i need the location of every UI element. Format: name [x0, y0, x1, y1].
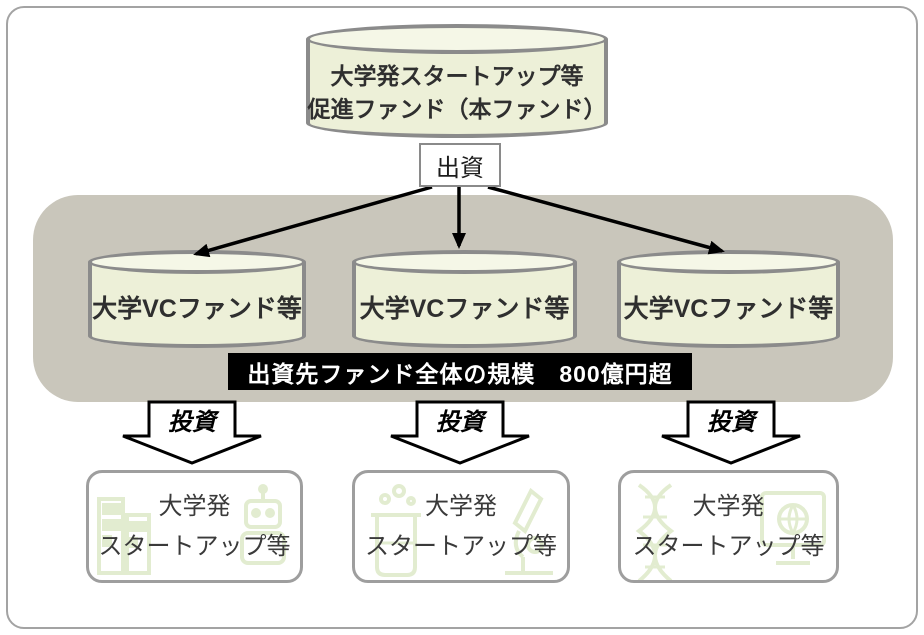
outer-frame — [6, 6, 918, 629]
cylinder-body — [306, 39, 608, 138]
invest-arrow-label-1: 投資 — [168, 409, 216, 436]
cylinder-top — [306, 24, 608, 54]
down-block-arrow-icon — [390, 400, 530, 465]
cylinder-body — [88, 262, 306, 348]
vc-fund-cylinder-1: 大学VCファンド等 — [88, 250, 306, 348]
cylinder-top — [352, 250, 577, 274]
cylinder-body — [617, 262, 840, 348]
vc-fund-label-1: 大学VCファンド等 — [92, 295, 302, 323]
microscope-icon — [505, 487, 553, 575]
cylinder-top — [88, 250, 306, 274]
main-fund-cylinder: 大学発スタートアップ等 促進ファンド（本ファンド） — [306, 24, 608, 138]
down-block-arrow-icon — [122, 400, 262, 465]
contribution-label: 出資 — [436, 154, 484, 182]
monitor-icon — [760, 491, 826, 565]
dna-icon — [635, 483, 675, 580]
flask-icon — [371, 484, 421, 577]
startup-box-2: 大学発 スタートアップ等 — [352, 470, 570, 583]
startup-label-1: 大学発 スタートアップ等 — [98, 492, 291, 560]
vc-fund-cylinder-2: 大学VCファンド等 — [352, 250, 577, 348]
invest-arrow-3: 投資 — [660, 400, 802, 466]
scale-banner-text: 出資先ファンド全体の規模 800億円超 — [247, 360, 673, 387]
main-fund-label-line1: 大学発スタートアップ等 — [330, 62, 584, 89]
startup-box-1: 大学発 スタートアップ等 — [86, 470, 303, 583]
vc-fund-cylinder-3: 大学VCファンド等 — [617, 250, 840, 348]
vc-fund-label-3: 大学VCファンド等 — [623, 295, 834, 323]
invest-arrow-label-2: 投資 — [436, 409, 484, 436]
scale-banner: 出資先ファンド全体の規模 800億円超 — [228, 353, 692, 390]
main-fund-label: 大学発スタートアップ等 促進ファンド（本ファンド） — [306, 54, 608, 132]
main-fund-label-line2: 促進ファンド（本ファンド） — [307, 96, 607, 122]
robot-icon — [240, 484, 286, 565]
contribution-label-box: 出資 — [419, 143, 501, 187]
cylinder-body — [352, 262, 577, 348]
invest-arrow-label-3: 投資 — [707, 409, 755, 436]
startup-label-2: 大学発 スタートアップ等 — [365, 492, 557, 560]
invest-arrow-2: 投資 — [389, 400, 531, 466]
vc-fund-label-2: 大学VCファンド等 — [359, 295, 570, 323]
startup-label-3: 大学発 スタートアップ等 — [632, 492, 825, 560]
startup-box-3: 大学発 スタートアップ等 — [618, 470, 839, 583]
cylinder-top — [617, 250, 840, 274]
invest-arrow-1: 投資 — [121, 400, 263, 466]
down-block-arrow-icon — [661, 400, 801, 465]
building-icon — [97, 497, 151, 575]
